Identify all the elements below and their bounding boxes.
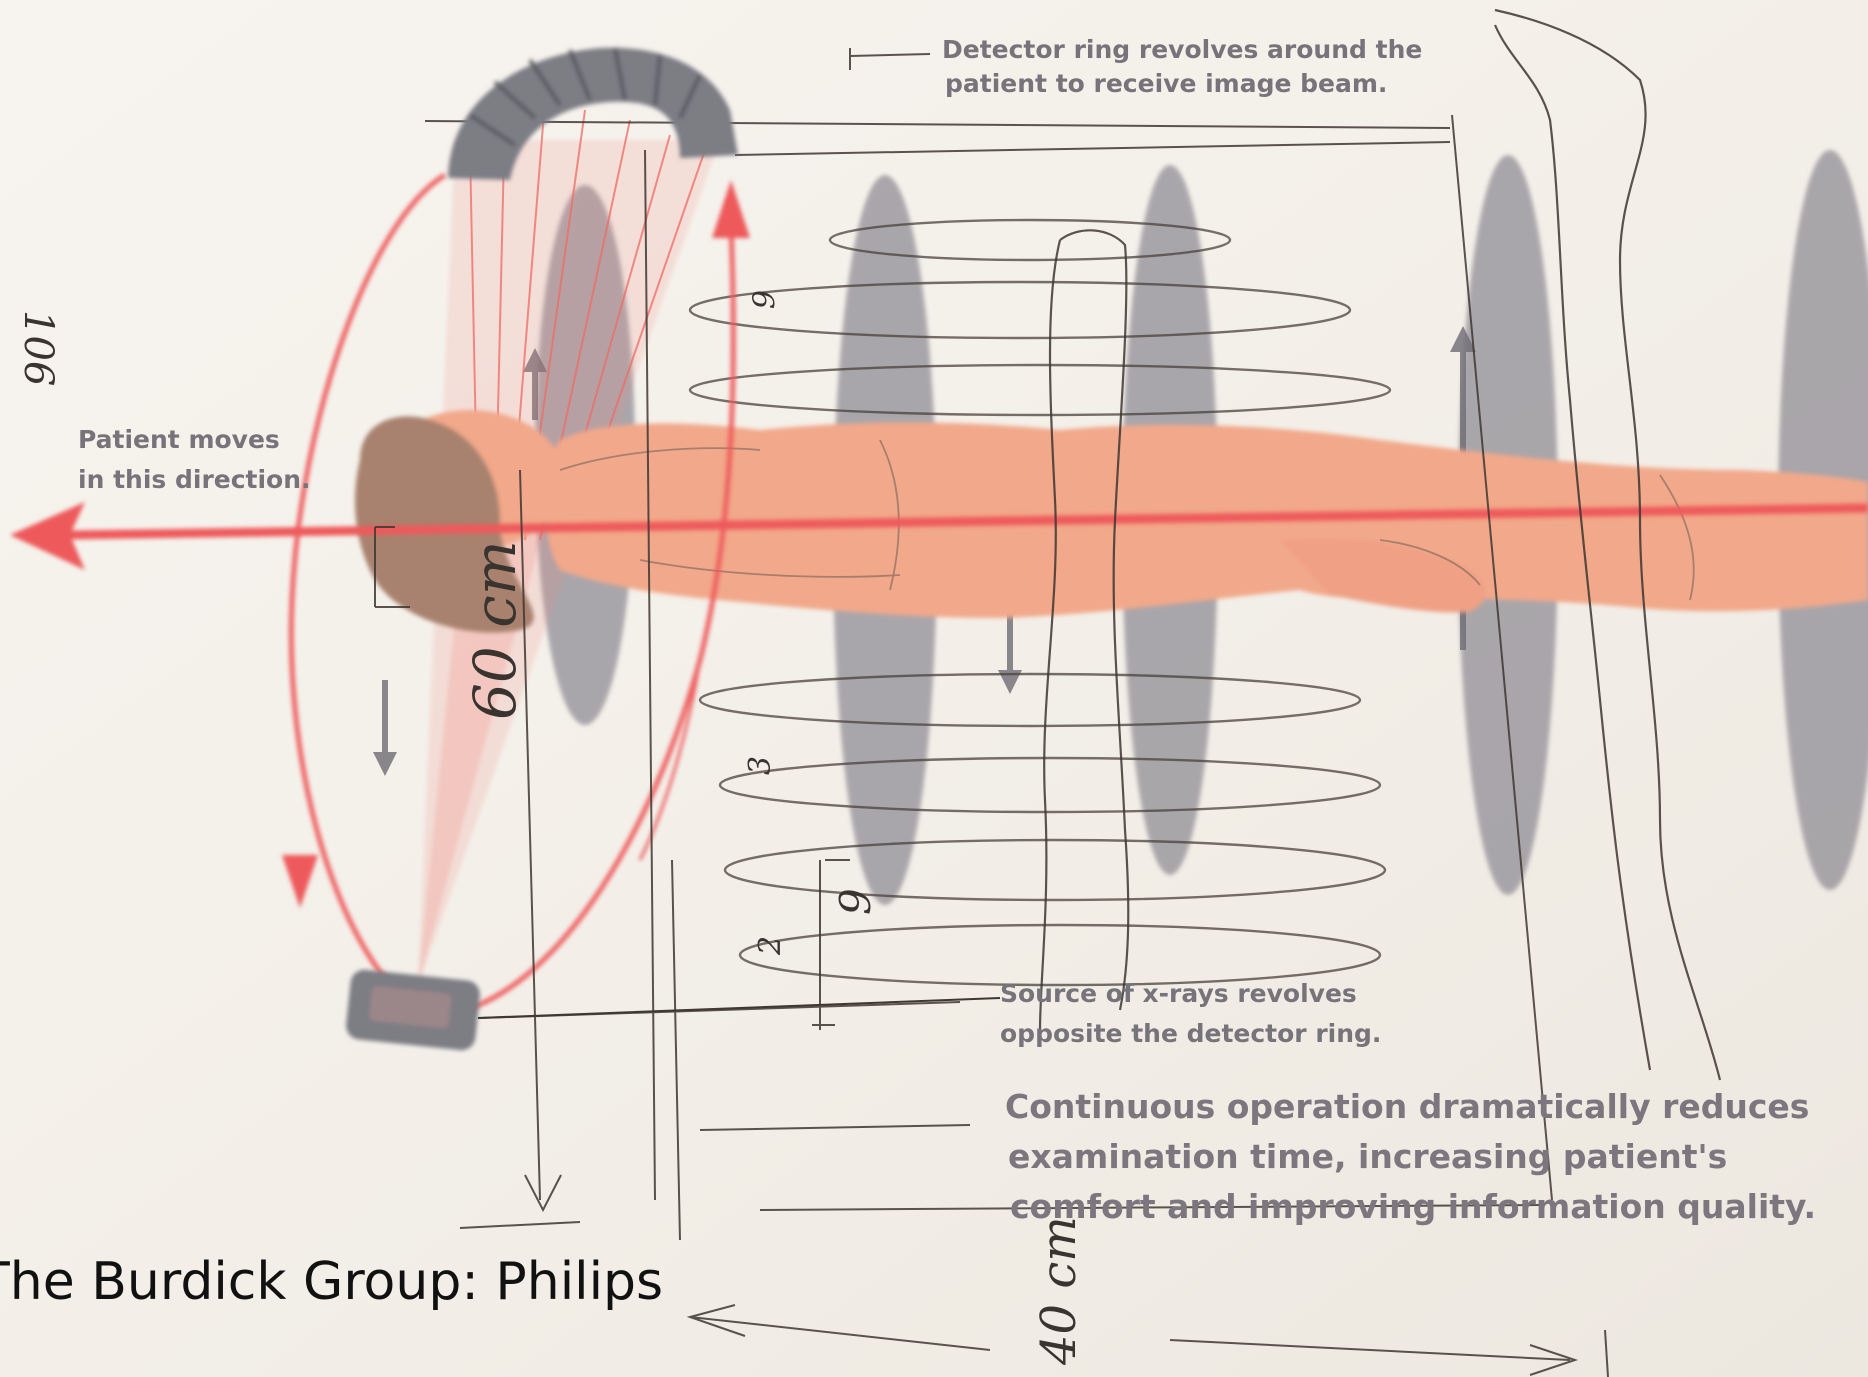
x-ray-source (345, 968, 482, 1051)
note-2: 2 (753, 936, 788, 956)
detector-label-line1: Detector ring revolves around the (942, 35, 1422, 64)
image-credit: The Burdick Group: Philips (0, 1256, 663, 1308)
benefit-label-line2: examination time, increasing patient's (1008, 1137, 1727, 1176)
note-9: 9 (831, 888, 880, 915)
source-label-line1: Source of x-rays revolves (1000, 979, 1357, 1008)
note-106: 106 (15, 310, 61, 386)
patient-label-line1: Patient moves (78, 425, 280, 454)
source-label-line2: opposite the detector ring. (1000, 1019, 1381, 1048)
note-3: 3 (743, 756, 778, 775)
benefit-label: Continuous operation dramatically reduce… (1005, 1087, 1816, 1226)
patient-label-line2: in this direction. (78, 465, 311, 494)
detector-label-line2: patient to receive image beam. (945, 69, 1387, 98)
benefit-label-line1: Continuous operation dramatically reduce… (1005, 1087, 1809, 1126)
note-6: 6 (744, 290, 779, 309)
note-40-cm: 40 cm (1031, 1216, 1087, 1366)
benefit-label-line3: comfort and improving information qualit… (1010, 1187, 1816, 1226)
note-60-cm: 60 cm (461, 540, 529, 720)
